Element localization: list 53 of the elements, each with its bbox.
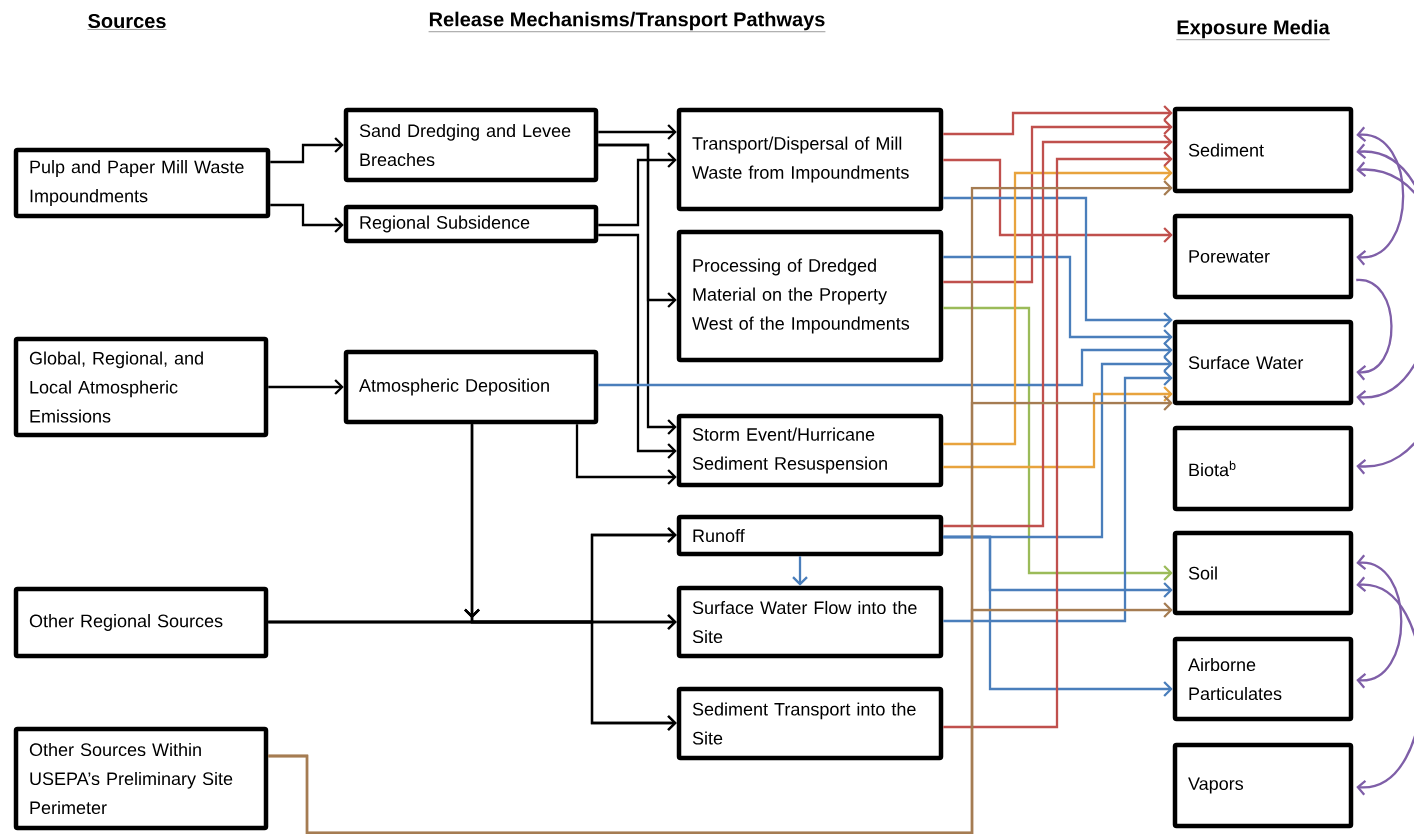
double-arrow — [1356, 143, 1414, 406]
arrow — [943, 535, 1173, 697]
column-heading: Exposure Media — [1176, 19, 1330, 40]
double-arrow — [1356, 576, 1414, 796]
arrow — [943, 134, 1173, 528]
pathway-box: Regional Subsidence — [343, 204, 599, 244]
arrow — [943, 165, 1173, 446]
arrow — [943, 196, 1173, 328]
arrow — [598, 143, 677, 435]
double-arrow — [1356, 161, 1414, 475]
arrow — [598, 124, 677, 140]
double-arrow — [1356, 126, 1405, 266]
pathway-box: Surface Water Flow into the Site — [676, 585, 944, 659]
arrow — [268, 379, 344, 395]
arrow — [268, 602, 1173, 834]
pathway-box: Processing of Dredged Material on the Property West of the Impoundments — [676, 229, 944, 363]
source-box: Global, Regional, and Local Atmospheric Emissions — [13, 336, 269, 438]
media-box: Airborne Particulates — [1172, 636, 1354, 722]
pathway-box: Sand Dredging and Levee Breaches — [343, 107, 599, 183]
arrow — [598, 342, 1173, 387]
pathway-box: Atmospheric Deposition — [343, 349, 599, 425]
media-box: Porewater — [1172, 213, 1354, 300]
double-arrow — [1356, 554, 1403, 689]
arrow — [464, 424, 677, 731]
media-box: Soil — [1172, 530, 1354, 616]
arrow — [943, 370, 1173, 623]
media-box: Vapors — [1172, 742, 1354, 829]
arrow — [575, 424, 677, 485]
arrow — [598, 152, 677, 227]
source-box: Pulp and Paper Mill Waste Impoundments — [13, 147, 271, 219]
pathway-box: Transport/Dispersal of Mill Waste from Impoundments — [676, 107, 944, 212]
arrow — [270, 137, 344, 164]
media-box: Surface Water — [1172, 319, 1354, 406]
arrow — [943, 105, 1173, 136]
arrow — [943, 386, 1173, 469]
arrow — [943, 255, 1173, 345]
arrow — [943, 306, 1173, 581]
arrow — [943, 119, 1173, 284]
column-heading: Release Mechanisms/Transport Pathways — [428, 11, 826, 32]
arrow — [943, 151, 1173, 729]
pathway-box: Sediment Transport into the Site — [676, 686, 944, 761]
media-box: Sediment — [1172, 106, 1354, 194]
arrow — [598, 233, 677, 459]
source-box: Other Regional Sources — [13, 586, 269, 659]
pathway-box: Runoff — [676, 514, 944, 557]
media-box: Biota$^{b}$ — [1172, 425, 1354, 512]
pathway-box: Storm Event/Hurricane Sediment Resuspension — [676, 413, 944, 488]
arrow — [270, 203, 344, 233]
arrow — [943, 158, 1173, 243]
arrow — [792, 556, 808, 586]
source-box: Other Sources Within USEPA’s Preliminary Site Perimeter — [13, 726, 269, 831]
arrow — [1356, 278, 1393, 381]
column-heading: Sources — [87, 13, 167, 30]
